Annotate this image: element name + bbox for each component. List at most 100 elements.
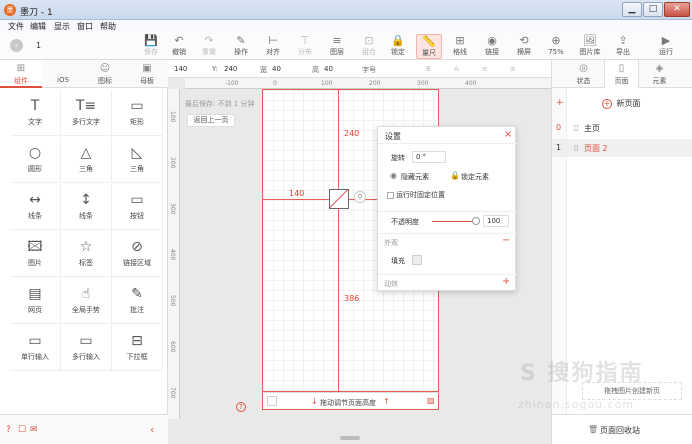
bold-icon[interactable]: B — [426, 65, 431, 73]
minimize-button[interactable]: ▁ — [622, 2, 642, 17]
widget-webpage[interactable]: ▤网页 — [10, 278, 61, 324]
toolbar-ruler-button[interactable]: 📏量尺 — [416, 34, 442, 59]
fixed-position-checkbox[interactable]: 运行时固定位置 — [387, 190, 445, 200]
opacity-slider-handle[interactable] — [472, 217, 480, 225]
selected-element[interactable] — [329, 189, 349, 209]
opacity-input[interactable]: 100 — [483, 215, 509, 227]
page-resize-bar[interactable]: ↓ 拖动调节页面高度 ↑ ▨ — [262, 392, 439, 410]
menu-file[interactable]: 文件 — [8, 22, 24, 31]
menu-edit[interactable]: 编辑 — [30, 22, 46, 31]
toolbar-run-button[interactable]: ▶运行 — [653, 34, 679, 59]
toolbar-grid-button[interactable]: ⊞格线 — [447, 34, 473, 59]
widget-line-vertical[interactable]: ↕线条 — [61, 184, 112, 230]
collapse-appearance-icon[interactable]: − — [502, 235, 511, 246]
back-to-previous-button[interactable]: 返回上一页 — [187, 114, 235, 127]
page-select-checkbox[interactable] — [267, 396, 277, 406]
toolbar-link-button[interactable]: ◉链接 — [479, 34, 505, 59]
tab-elements[interactable]: ◈元素 — [642, 60, 677, 88]
widget-dropdown[interactable]: ⊟下拉框 — [112, 325, 163, 371]
tab-states[interactable]: ◎状态 — [566, 60, 601, 88]
widget-image[interactable]: 🖾图片 — [10, 231, 61, 277]
page-image-icon[interactable]: ▨ — [427, 396, 435, 405]
help-icon[interactable]: ? — [6, 425, 11, 435]
widget-line-horizontal[interactable]: ↔线条 — [10, 184, 61, 230]
menu-view[interactable]: 显示 — [54, 22, 70, 31]
tab-ios[interactable]: iOS — [42, 60, 84, 88]
toolbar-rotate-button[interactable]: ⟲横屏 — [511, 34, 537, 59]
widget-triangle[interactable]: △三角 — [61, 137, 112, 183]
font-color-icon[interactable]: A — [454, 65, 459, 73]
y-input[interactable]: 240 — [224, 65, 238, 73]
menu-window[interactable]: 窗口 — [77, 22, 93, 31]
toolbar-export-button[interactable]: ⇪导出 — [610, 34, 636, 59]
feedback-icon[interactable]: ☐ — [18, 425, 27, 435]
widget-rectangle[interactable]: ▭矩形 — [112, 90, 163, 136]
toolbar-image-library-button[interactable]: 🖼图片库 — [577, 34, 603, 59]
toolbar-layer-button[interactable]: ≡图层 — [324, 34, 350, 59]
maximize-button[interactable]: □ — [643, 2, 663, 17]
close-window-button[interactable]: ✕ — [664, 2, 690, 17]
link-handle-icon[interactable]: ⚲ — [354, 191, 366, 203]
widget-gesture[interactable]: ☝全局手势 — [61, 278, 112, 324]
fill-label: 填充 — [391, 257, 405, 265]
animation-header[interactable]: 动效 + — [378, 274, 517, 290]
drop-image-new-page[interactable]: 拖拽图片创建新页 — [582, 382, 682, 400]
eye-icon[interactable]: ◉ — [390, 171, 397, 180]
tab-icons[interactable]: ☺图标 — [84, 60, 126, 88]
tab-pages[interactable]: ▯页面 — [604, 60, 639, 88]
back-icon[interactable]: ‹ — [10, 39, 23, 52]
toolbar-align-button[interactable]: ⊢对齐 — [260, 34, 286, 59]
widget-tag[interactable]: ☆标签 — [61, 231, 112, 277]
horizontal-scrollbar[interactable] — [340, 436, 360, 440]
add-page-plus-icon[interactable]: + — [556, 98, 564, 108]
page-list-item[interactable]: 1▯页面 2 — [552, 139, 692, 157]
widget-multiline-text[interactable]: T≡多行文字 — [61, 90, 112, 136]
link-icon: ◉ — [487, 34, 497, 47]
tab-label: iOS — [57, 76, 69, 84]
widget-label: 圆形 — [28, 165, 42, 173]
menu-help[interactable]: 帮助 — [100, 22, 116, 31]
toolbar-zoom-button[interactable]: ⊕75% — [543, 34, 569, 59]
toolbar-redo-button[interactable]: ↷重做 — [196, 34, 222, 59]
widget-multi-input[interactable]: ▭多行输入 — [61, 325, 112, 371]
lock-element-label[interactable]: 锁定元素 — [461, 173, 489, 181]
line-height-icon[interactable]: ≡ — [510, 65, 516, 73]
widget-single-input[interactable]: ▭单行输入 — [10, 325, 61, 371]
chat-icon[interactable]: ✉ — [30, 425, 38, 435]
hide-element-label[interactable]: 隐藏元素 — [401, 173, 429, 181]
toolbar-undo-button[interactable]: ↶撤销 — [166, 34, 192, 59]
widget-button[interactable]: ▭按钮 — [112, 184, 163, 230]
toolbar-lock-button[interactable]: 🔒锁定 — [385, 34, 411, 59]
single-input-icon: ▭ — [28, 333, 42, 349]
toolbar-distribute-button[interactable]: ⊤分布 — [292, 34, 318, 59]
new-page-button[interactable]: + 新页面 — [602, 98, 641, 109]
toolbar-operate-button[interactable]: ✎操作 — [228, 34, 254, 59]
appearance-header[interactable]: 外观 − — [378, 233, 517, 249]
widget-right-triangle[interactable]: ◺三角 — [112, 137, 163, 183]
widget-circle[interactable]: ○圆形 — [10, 137, 61, 183]
expand-animation-icon[interactable]: + — [502, 276, 511, 287]
page-list-item[interactable]: 0▯主页 — [552, 119, 692, 137]
fill-color-swatch[interactable] — [412, 255, 422, 265]
collapse-panel-icon[interactable]: ‹ — [150, 423, 155, 436]
page-index: 0 — [556, 123, 562, 132]
height-input[interactable]: 40 — [324, 65, 333, 73]
tab-components[interactable]: ⊞组件 — [0, 60, 42, 88]
lock-icon[interactable]: 🔒 — [450, 171, 460, 180]
close-icon[interactable]: × — [504, 129, 513, 140]
rotate-input[interactable]: 0 ° — [412, 151, 446, 163]
toolbar-save-button[interactable]: 💾保存 — [138, 34, 164, 59]
toolbar-group-button[interactable]: ⊡组合 — [356, 34, 382, 59]
distance-left-label: 140 — [289, 189, 305, 198]
recycle-bin[interactable]: 🗑 页面回收站 — [552, 414, 692, 444]
tab-masters[interactable]: ▣母板 — [126, 60, 168, 88]
widget-link-area[interactable]: ⊘链接区域 — [112, 231, 163, 277]
x-input[interactable]: 140 — [174, 65, 188, 73]
width-input[interactable]: 40 — [272, 65, 281, 73]
canvas-help-icon[interactable]: ? — [236, 402, 246, 412]
text-align-icon[interactable]: ≡ — [482, 65, 488, 73]
widget-annotation[interactable]: ✎批注 — [112, 278, 163, 324]
arrow-down-icon: ↓ — [311, 397, 318, 406]
opacity-slider-track[interactable] — [432, 221, 476, 222]
